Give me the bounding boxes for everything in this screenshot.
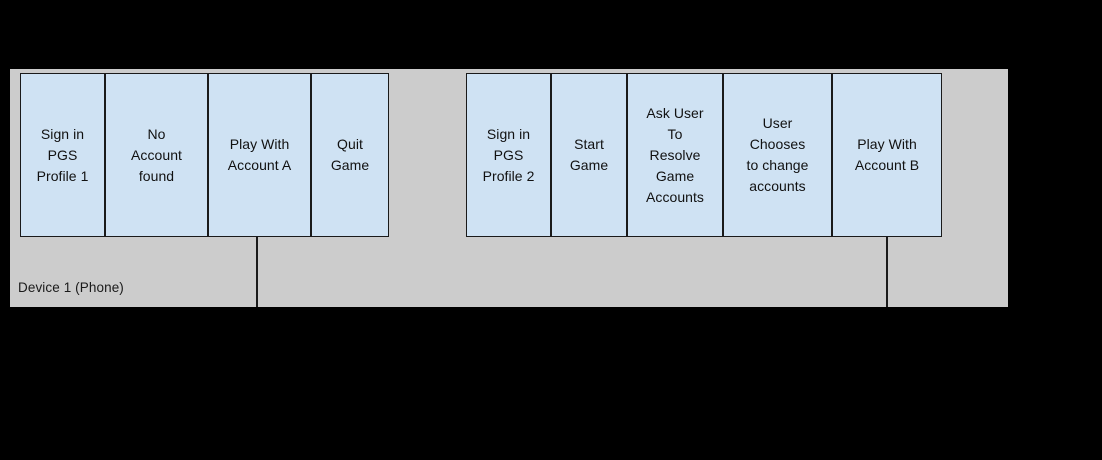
phase-box-quit-game[interactable]: Quit Game <box>311 73 389 237</box>
drop-line-account-a <box>256 237 258 307</box>
phase-label-no-account-found: No Account found <box>131 125 182 184</box>
phase-box-play-with-account-b[interactable]: Play With Account B <box>832 73 942 237</box>
box-group-profile-2-sequence: Sign in PGS Profile 2 Start Game Ask Use… <box>466 73 942 237</box>
phase-box-sign-in-pgs-profile-1[interactable]: Sign in PGS Profile 1 <box>20 73 105 237</box>
phase-label-sign-in-pgs-profile-2: Sign in PGS Profile 2 <box>482 125 535 184</box>
phase-box-ask-user-to-resolve-accounts[interactable]: Ask User To Resolve Game Accounts <box>627 73 723 237</box>
phase-label-ask-user-to-resolve-accounts: Ask User To Resolve Game Accounts <box>646 104 704 205</box>
swimlane-label-device-1: Device 1 (Phone) <box>18 280 124 295</box>
phase-label-user-chooses-to-change: User Chooses to change accounts <box>746 115 809 194</box>
drop-line-account-b <box>886 237 888 307</box>
phase-label-play-with-account-b: Play With Account B <box>854 136 920 173</box>
phase-label-sign-in-pgs-profile-1: Sign in PGS Profile 1 <box>36 125 89 184</box>
phase-box-sign-in-pgs-profile-2[interactable]: Sign in PGS Profile 2 <box>466 73 551 237</box>
phase-label-start-game: Start Game <box>569 136 609 173</box>
box-group-profile-1-sequence: Sign in PGS Profile 1 No Account found P… <box>20 73 389 237</box>
phase-box-user-chooses-to-change[interactable]: User Chooses to change accounts <box>723 73 832 237</box>
phase-box-no-account-found[interactable]: No Account found <box>105 73 208 237</box>
phase-label-play-with-account-a: Play With Account A <box>227 136 292 173</box>
phase-box-play-with-account-a[interactable]: Play With Account A <box>208 73 311 237</box>
phase-label-quit-game: Quit Game <box>330 136 370 173</box>
phase-box-start-game[interactable]: Start Game <box>551 73 627 237</box>
